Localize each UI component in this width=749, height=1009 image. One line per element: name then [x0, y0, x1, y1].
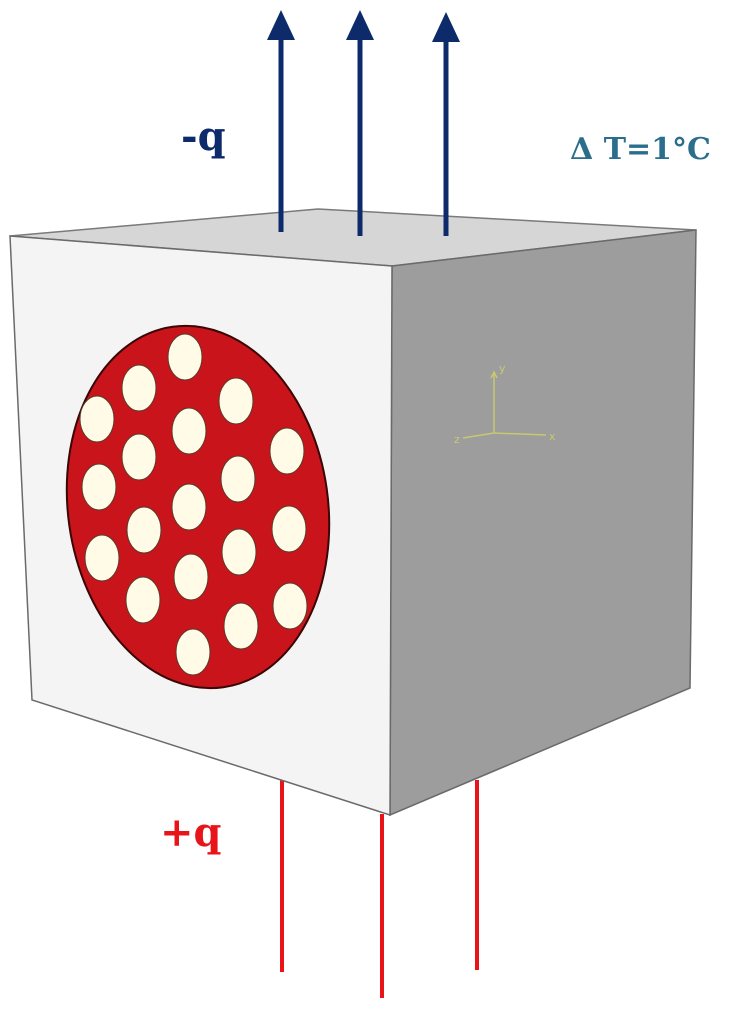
fiber [218, 377, 254, 425]
fiber [173, 553, 209, 601]
fiber-bundle [65, 324, 331, 690]
fiber [171, 483, 207, 531]
fiber [125, 576, 161, 624]
fiber [272, 582, 308, 630]
fiber [269, 427, 305, 475]
fiber [167, 333, 203, 381]
fiber [121, 364, 157, 412]
axis-x-label: x [549, 430, 556, 443]
fiber [175, 628, 211, 676]
fiber [79, 395, 115, 443]
heat-out-arrows [267, 10, 460, 236]
fiber [126, 506, 162, 554]
axis-triad [462, 370, 547, 439]
fiber [223, 602, 259, 650]
fiber [121, 433, 157, 481]
axis-z-line [462, 432, 495, 439]
heat-in-label: +q [160, 809, 222, 856]
heat-in-arrows [280, 770, 490, 998]
heat-out-label: -q [181, 113, 226, 160]
axis-y-head [490, 370, 498, 379]
heat-out-arrow-middle-head [346, 10, 374, 40]
axis-z-label: z [454, 433, 460, 446]
cube-side-face [389, 229, 697, 817]
fiber [84, 534, 120, 582]
fiber [271, 505, 307, 553]
temperature-difference-label: Δ T=1°C [570, 132, 711, 167]
fiber [81, 463, 117, 511]
fiber [220, 455, 256, 503]
fiber [171, 407, 207, 455]
fiber [221, 528, 257, 576]
heat-out-arrow-right-head [432, 12, 460, 42]
fibers [79, 333, 308, 676]
axis-y-label: y [499, 362, 506, 375]
heat-out-arrow-left-head [267, 10, 295, 40]
axis-x-line [493, 432, 547, 436]
